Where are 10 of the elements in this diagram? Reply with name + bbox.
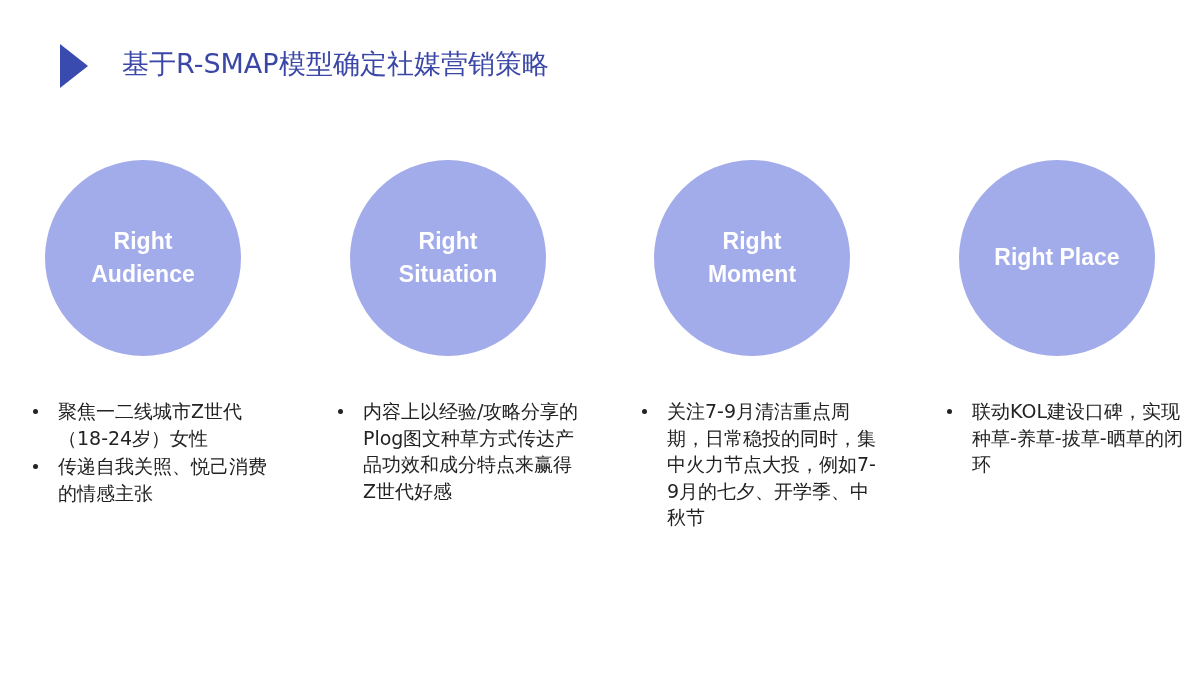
circle-label: Right Moment xyxy=(706,226,798,289)
bullet-text: 关注7-9月清洁重点周期，日常稳投的同时，集中火力节点大投，例如7-9月的七夕、开学季、中秋节 xyxy=(667,399,877,531)
bullet-text: 联动KOL建设口碑，实现种草-养草-拔草-晒草的闭环 xyxy=(972,399,1184,478)
title: 基于R-SMAP模型确定社媒营销策略 xyxy=(122,47,549,81)
bullet-text: 传递自我关照、悦己消费的情感主张 xyxy=(58,454,268,506)
circle-label: Right Audience xyxy=(90,226,196,289)
bullet-text: 聚焦一二线城市Z世代（18-24岁）女性 xyxy=(58,399,244,451)
bullet-text: 内容上以经验/攻略分享的Plog图文种草方式传达产品功效和成分特点来赢得Z世代好感 xyxy=(363,399,580,504)
circle-label: Right Place xyxy=(994,243,1120,273)
circle-label: Right Situation xyxy=(397,226,499,289)
